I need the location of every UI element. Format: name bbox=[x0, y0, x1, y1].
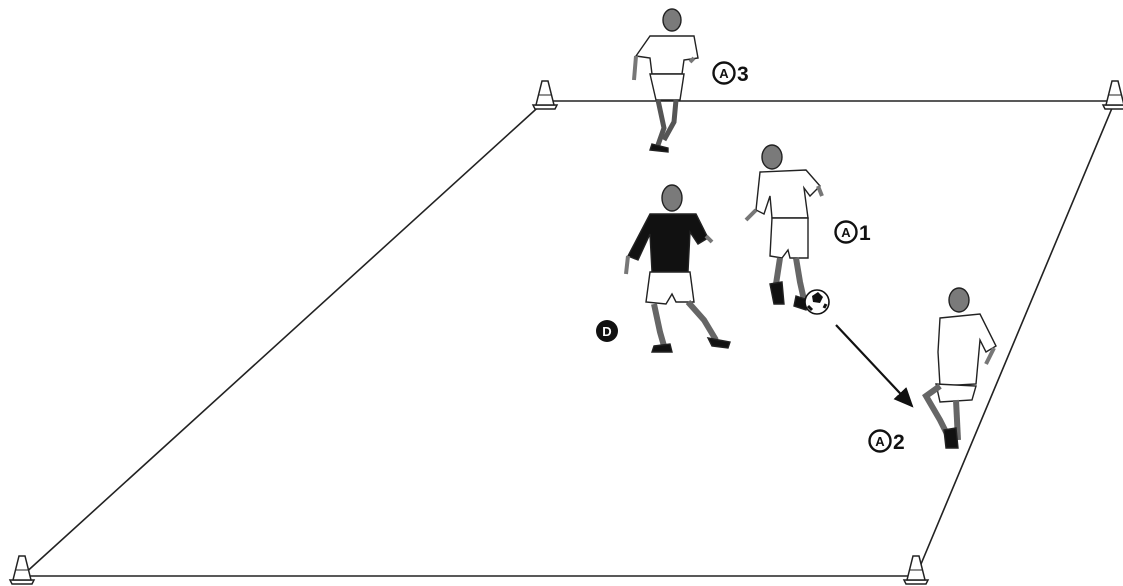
svg-text:D: D bbox=[602, 324, 611, 339]
svg-text:A: A bbox=[875, 434, 885, 449]
player-a2 bbox=[926, 288, 996, 448]
soccer-ball-icon bbox=[805, 290, 829, 314]
label-d: D bbox=[596, 320, 618, 342]
svg-text:A: A bbox=[841, 225, 851, 240]
player-d bbox=[626, 185, 730, 352]
label-a3: A 3 bbox=[714, 63, 749, 87]
svg-text:1: 1 bbox=[859, 222, 871, 245]
cone-icon bbox=[904, 556, 928, 584]
svg-text:3: 3 bbox=[737, 63, 749, 86]
player-a3 bbox=[634, 9, 698, 152]
label-a2: A 2 bbox=[870, 431, 905, 455]
cone-icon bbox=[1103, 81, 1123, 109]
pass-arrow-icon bbox=[836, 325, 912, 406]
cone-icon bbox=[533, 81, 557, 109]
svg-text:A: A bbox=[719, 66, 729, 81]
cone-icon bbox=[10, 556, 34, 584]
label-a1: A 1 bbox=[836, 222, 872, 246]
svg-text:2: 2 bbox=[893, 431, 905, 454]
player-a1 bbox=[746, 145, 822, 310]
